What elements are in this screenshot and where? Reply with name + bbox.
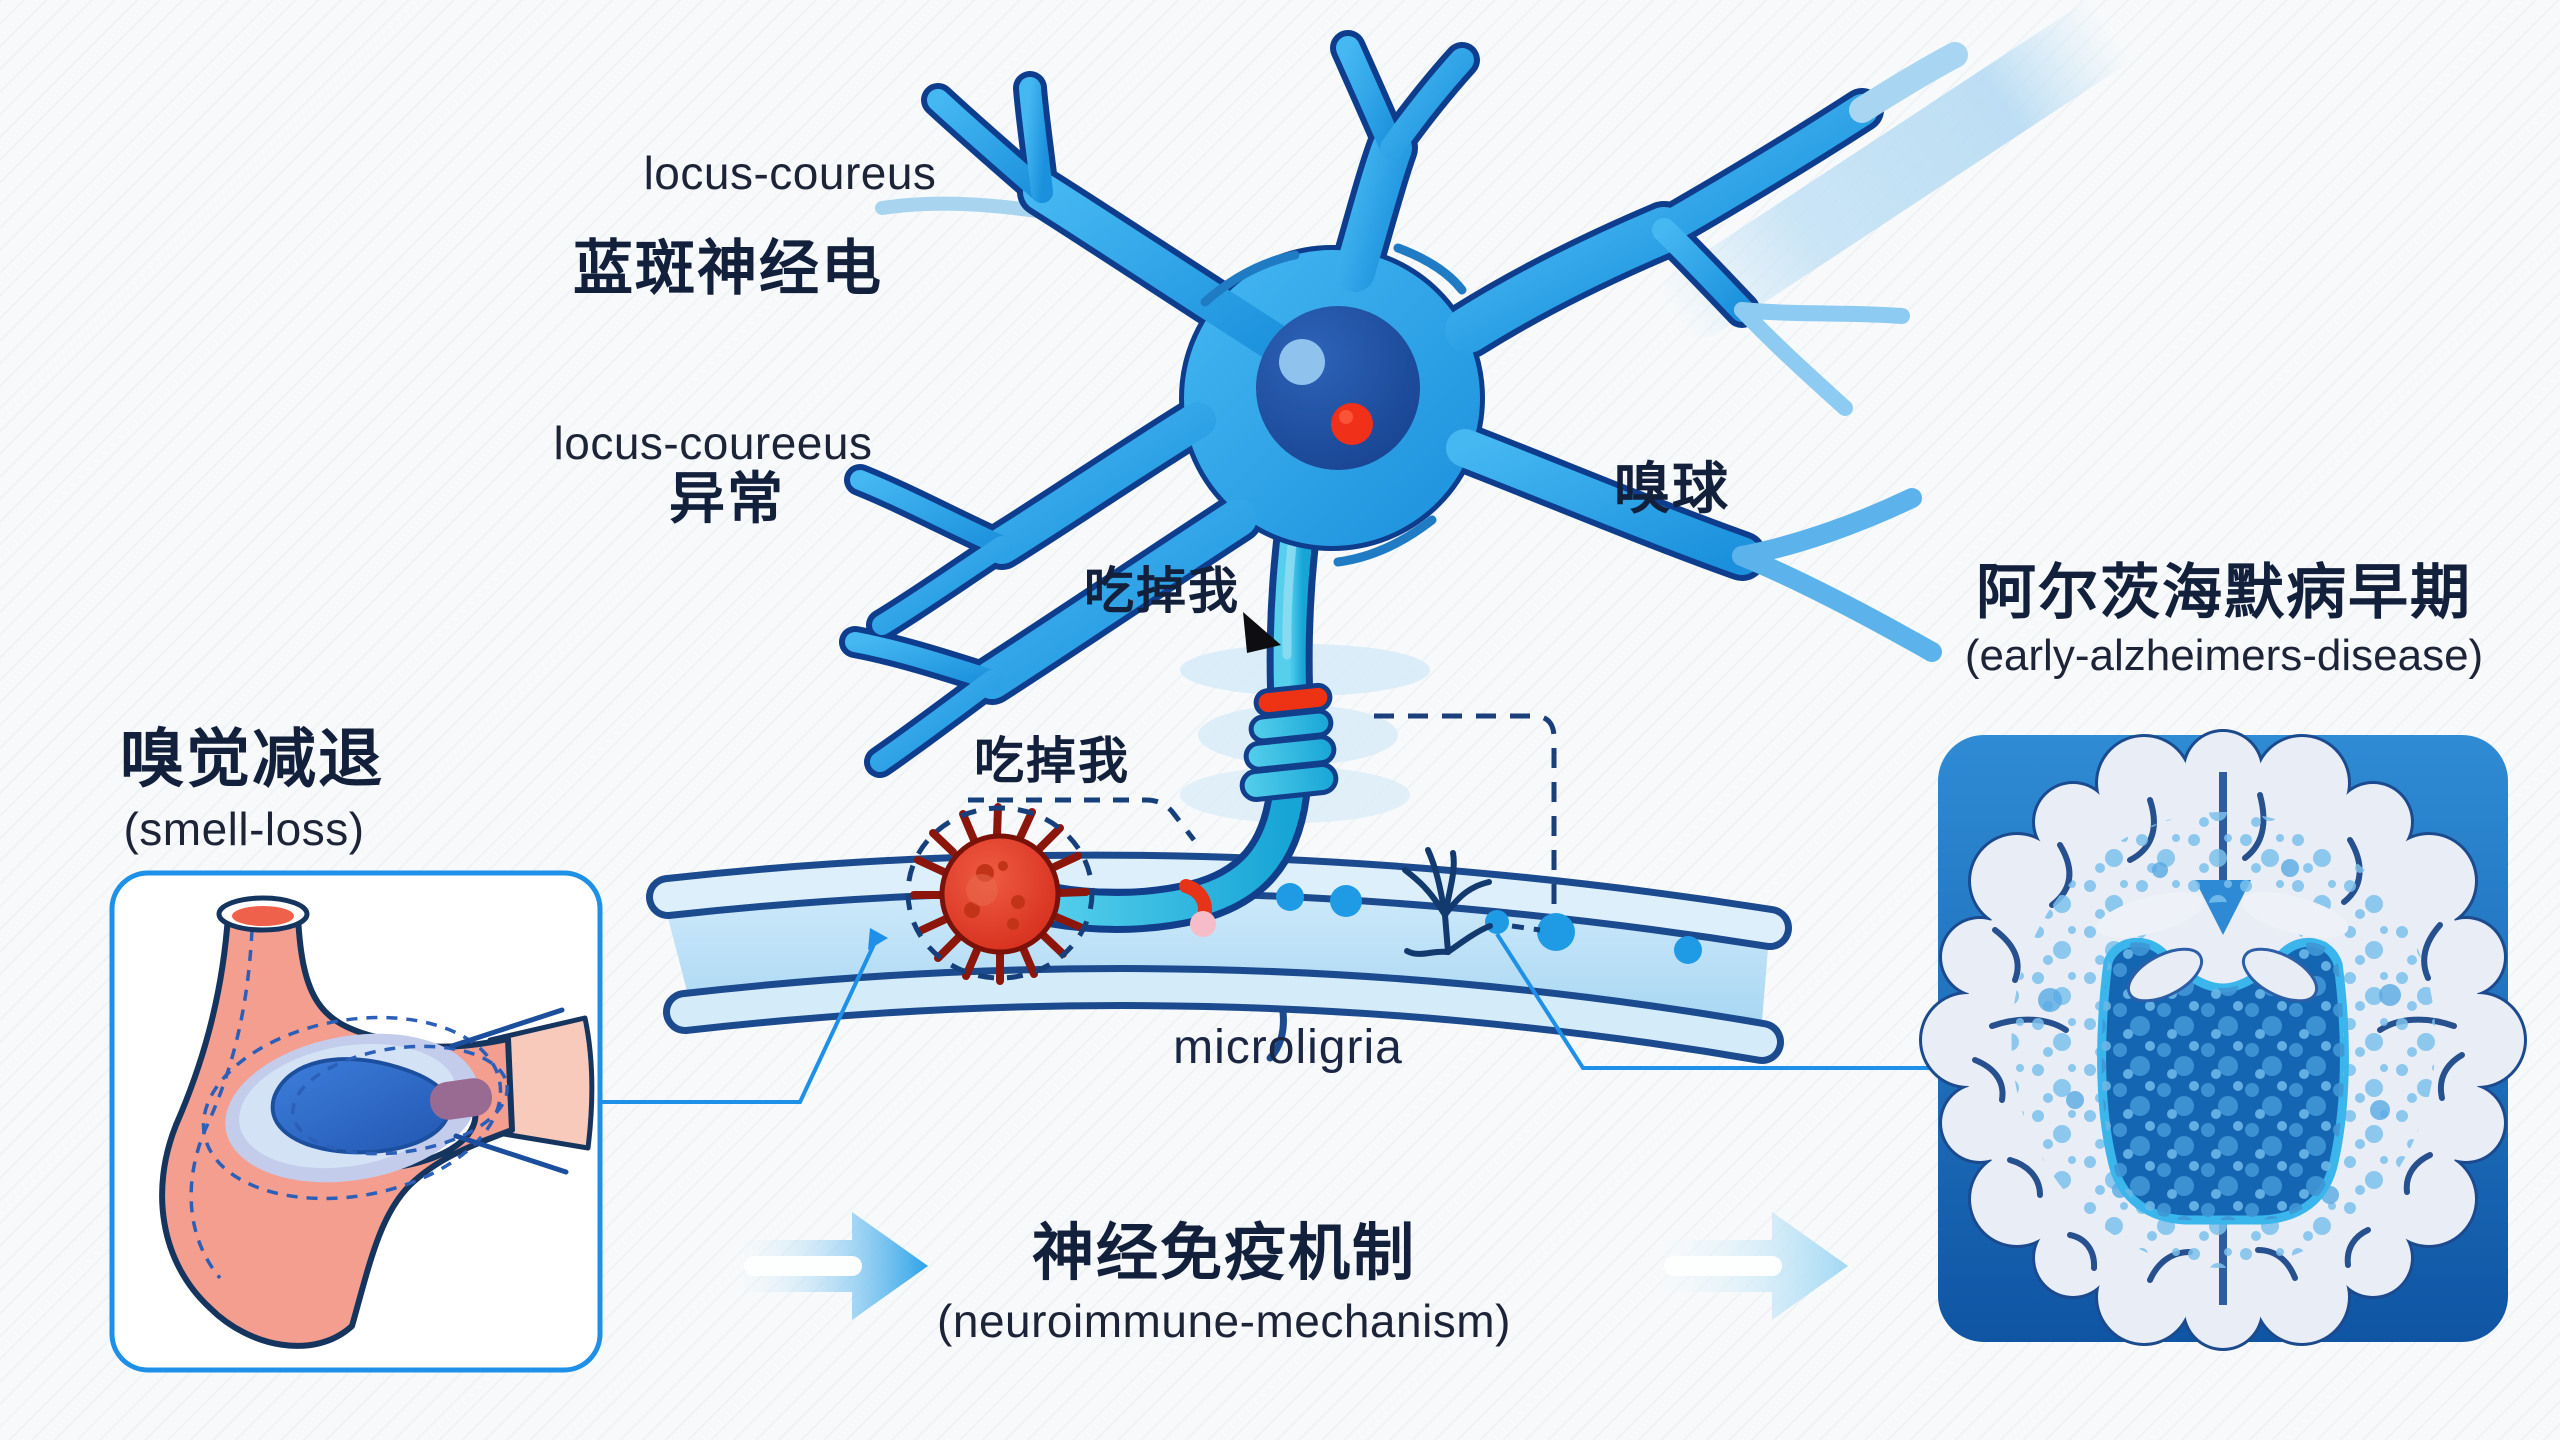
flow-arrow-right-icon xyxy=(1664,1212,1848,1320)
eat-me-axon-label: 吃掉我 xyxy=(1084,563,1240,619)
flow-arrow-left-icon xyxy=(744,1212,928,1320)
airflow-strokes xyxy=(449,1007,569,1175)
nasal-purple-plug xyxy=(429,1078,493,1120)
locus-coeruleus-label-en: locus-coureus xyxy=(643,147,937,199)
pale-dendrite-branch xyxy=(875,196,1051,219)
axon-hook-bleb xyxy=(1190,911,1216,937)
band-label-tick xyxy=(1266,1008,1287,1062)
virus-dashed-circle xyxy=(905,805,1095,981)
neuron-illustration xyxy=(839,30,1968,778)
smell-loss-label-zh: 嗅觉减退 xyxy=(120,723,384,795)
background-swoosh xyxy=(1662,0,2148,338)
smell-loss-label-en: (smell-loss) xyxy=(123,803,365,855)
locus-abnormal-label-en: locus-coureeus xyxy=(553,417,873,469)
locus-abnormal-label-zh: 异常 xyxy=(669,467,785,530)
neuron-nucleus xyxy=(1256,306,1420,470)
dot-dash-link xyxy=(1511,923,1541,933)
eat-me-arrow-icon xyxy=(1243,612,1281,653)
olfactory-bulb-label: 嗅球 xyxy=(1614,457,1730,520)
axon-ribbed-collar xyxy=(1239,708,1339,802)
mechanism-label-zh: 神经免疫机制 xyxy=(1031,1219,1417,1288)
callout-dashed-box xyxy=(1374,713,1557,912)
nucleus-red-dot xyxy=(1331,403,1373,445)
nucleolus xyxy=(1279,339,1325,385)
smell-loss-panel xyxy=(109,870,603,1373)
mechanism-label-en: (neuroimmune-mechanism) xyxy=(937,1295,1511,1347)
alzheimers-label-en: (early-alzheimers-disease) xyxy=(1964,631,2484,680)
microglia-icon xyxy=(1402,847,1493,957)
alzheimers-label-zh: 阿尔茨海默病早期 xyxy=(1976,559,2472,626)
nasal-illustration xyxy=(159,895,595,1349)
virus-icon xyxy=(910,803,1090,985)
eat-me-microglia-label: 吃掉我 xyxy=(974,733,1130,789)
microglia-label: microligria xyxy=(1173,1021,1403,1074)
locus-coeruleus-label-zh: 蓝斑神经电 xyxy=(573,235,883,302)
brain-scan-panel xyxy=(1919,729,2527,1351)
connector-arrowhead xyxy=(868,928,888,950)
brain-scan-illustration xyxy=(1919,729,2527,1351)
connector-lines xyxy=(600,932,1936,1104)
eat-me-dashed-callout xyxy=(968,797,1196,842)
